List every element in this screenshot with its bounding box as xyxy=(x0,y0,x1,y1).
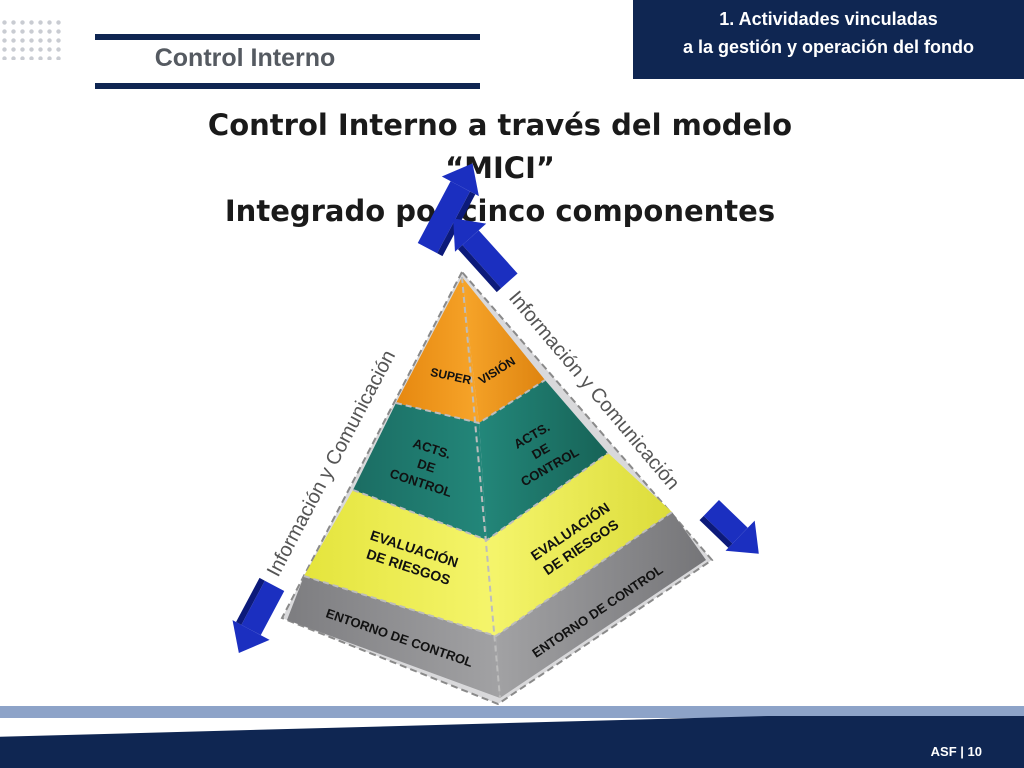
section-title: Control Interno xyxy=(154,44,336,72)
actividades-left-face xyxy=(353,403,487,540)
footer-band-light xyxy=(0,706,1024,718)
title-line-3: Integrado por cinco componentes xyxy=(224,194,776,228)
top-rule xyxy=(95,34,480,40)
arrow-bottom-left-icon xyxy=(232,577,285,653)
svg-text:DE: DE xyxy=(415,456,437,476)
actividades-right-face xyxy=(479,380,608,540)
context-line-2: a la gestión y operación del fondo xyxy=(682,37,975,57)
section-context-box: 1. Actividades vinculadas a la gestión y… xyxy=(633,0,1024,79)
entorno-right-face xyxy=(496,512,706,698)
evaluacion-right-face xyxy=(487,453,672,636)
title-line-1: Control Interno a través del modelo xyxy=(207,108,793,142)
context-line-1: 1. Actividades vinculadas xyxy=(719,9,938,29)
footer-page-label: ASF | 10 xyxy=(930,744,982,759)
arrow-bottom-right-icon xyxy=(699,500,759,554)
decorative-dot-grid xyxy=(0,18,64,60)
supervision-left-face xyxy=(396,277,479,423)
arrow-top-right-icon xyxy=(453,218,518,293)
slide-title: Control Interno a través del modelo “MIC… xyxy=(130,104,870,233)
entorno-left-face xyxy=(287,576,500,698)
supervision-right-face xyxy=(462,277,545,423)
bottom-rule xyxy=(95,83,480,89)
